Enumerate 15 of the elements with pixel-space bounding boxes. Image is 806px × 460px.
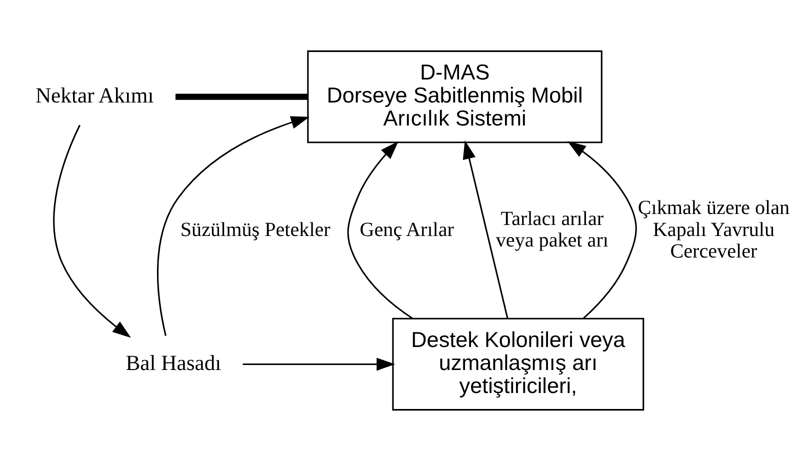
arrow	[242, 357, 396, 370]
edge-label: Genç Arılar	[360, 218, 454, 240]
node-box: Destek Kolonileri veya uzmanlaşmış arı yetiştiricileri,	[392, 317, 644, 410]
arrow	[53, 124, 131, 338]
edge-label: Çıkmak üzere olan Kapalı Yavrulu Cerceveler	[638, 196, 790, 262]
connector	[176, 93, 308, 100]
arrow	[347, 140, 413, 318]
edge-label: Tarlacı arılar veya paket arı	[496, 207, 608, 252]
node-text: Bal Hasadı	[126, 350, 222, 374]
edge-label: Süzülmüş Petekler	[180, 218, 330, 240]
node-text: Nektar Akımı	[35, 83, 154, 108]
arrow	[567, 140, 637, 318]
arrow	[157, 116, 310, 336]
arrow	[462, 140, 508, 318]
node-box: D-MAS Dorseye Sabitlenmiş Mobil Arıcılık Sistemi	[307, 50, 602, 143]
